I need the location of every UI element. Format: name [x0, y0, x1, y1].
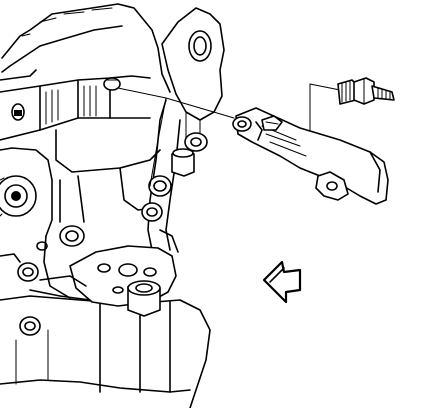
wiring-harness-bracket — [232, 107, 389, 205]
engine-block — [0, 3, 211, 408]
stud-bolt — [337, 77, 395, 105]
direction-arrow — [262, 260, 302, 304]
leader-lines — [117, 83, 341, 187]
mounting-bracket — [29, 7, 225, 317]
